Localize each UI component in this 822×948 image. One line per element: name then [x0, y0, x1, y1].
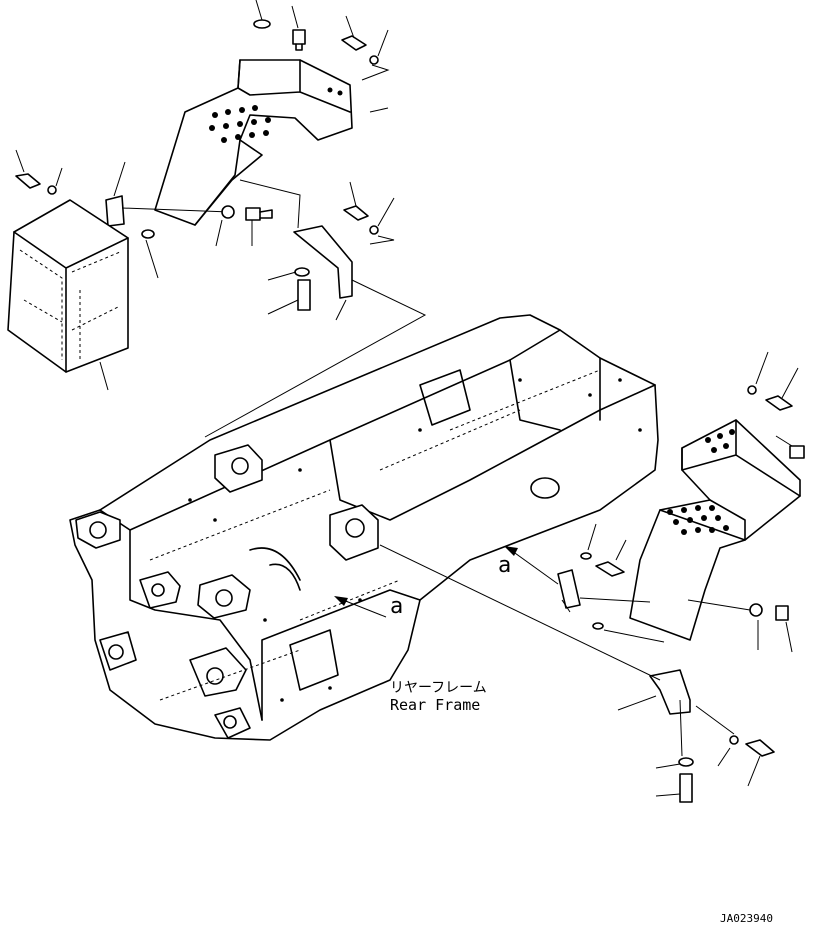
- view-marker-label: a: [390, 594, 403, 619]
- bolt-head: [292, 29, 306, 45]
- support-bracket: [293, 225, 353, 299]
- bolt: [341, 35, 367, 51]
- washer: [369, 55, 379, 65]
- cap-part: [253, 19, 271, 29]
- frame-name-en: Rear Frame: [390, 696, 480, 714]
- bracket-small: [105, 195, 125, 227]
- view-marker-label-arrow: a: [498, 553, 511, 578]
- lower-step-assembly: [379, 351, 805, 803]
- upper-step-assembly: [15, 0, 427, 438]
- link-bracket: [557, 569, 581, 609]
- left-box-structure: [7, 199, 129, 391]
- step-holes-right: [667, 429, 735, 535]
- frame-name-jp: リヤーフレーム: [390, 680, 487, 696]
- drawing-id: JA023940: [720, 912, 773, 925]
- lower-bracket: [649, 669, 691, 715]
- step-holes: [209, 87, 343, 143]
- rear-frame: [69, 314, 659, 741]
